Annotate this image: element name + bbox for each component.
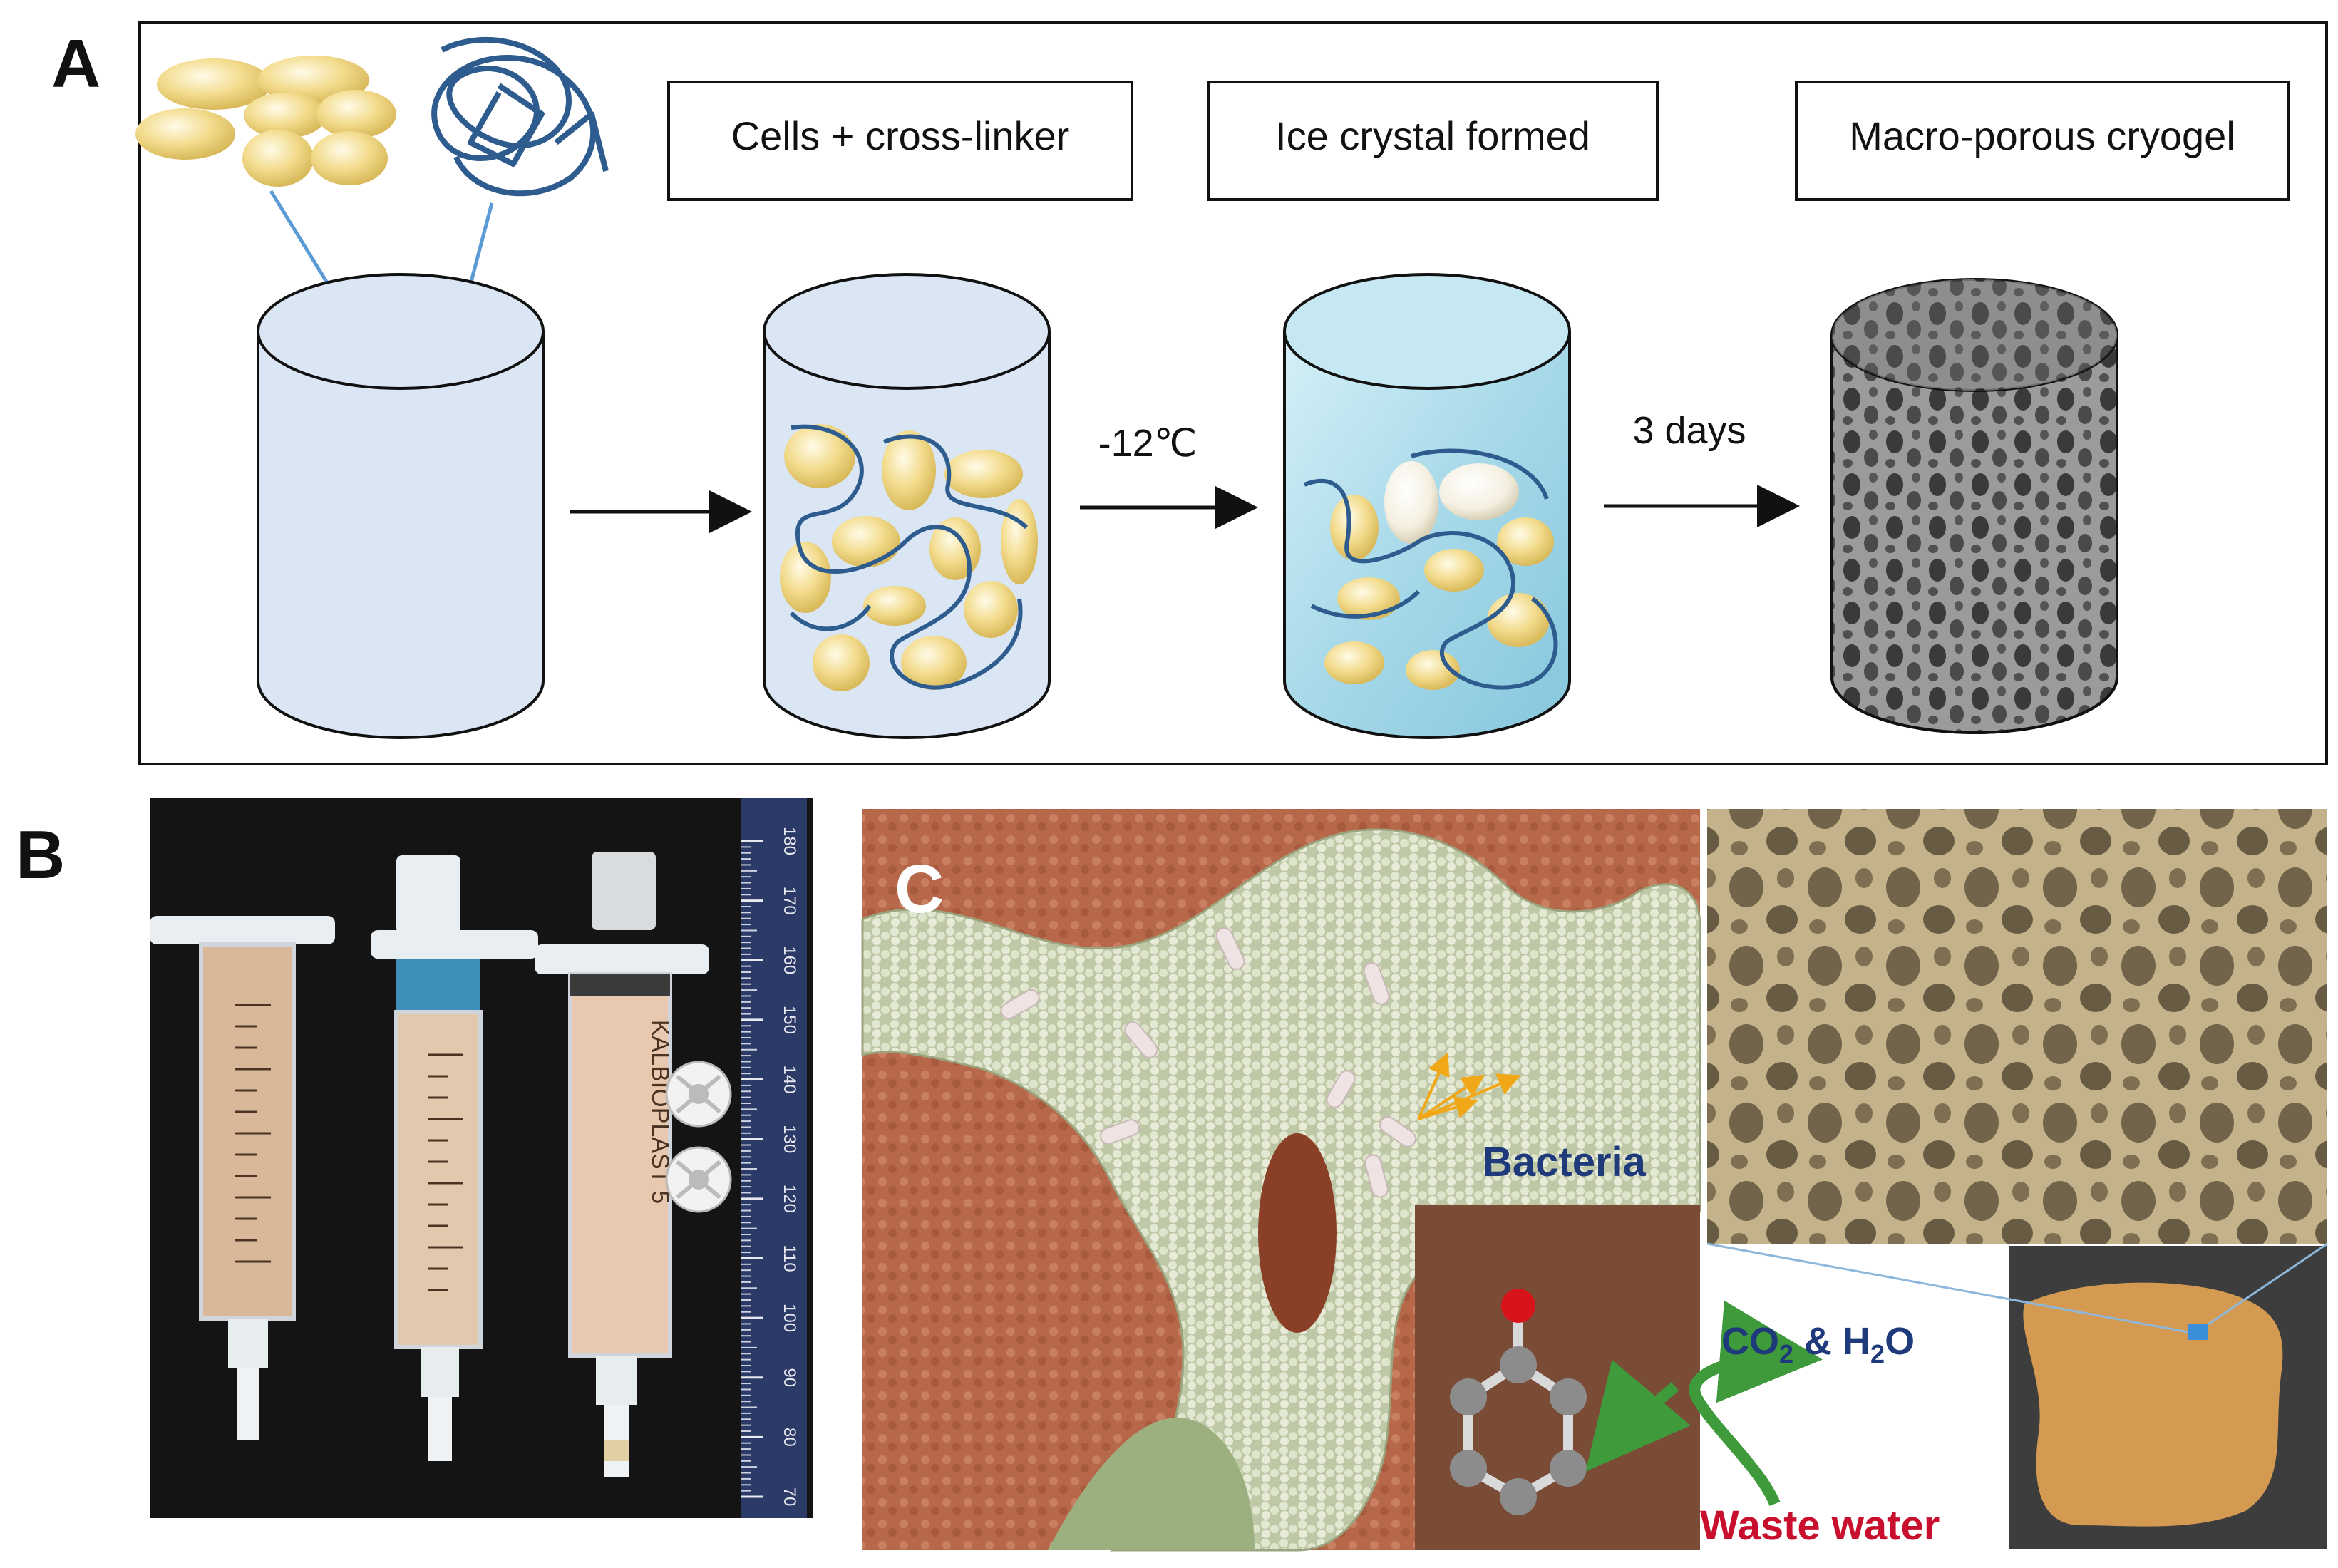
- syringe-3: KALBIOPLAST 5: [535, 852, 709, 1477]
- waste-water-label: Waste water: [1700, 1502, 1940, 1549]
- ruler-tick-label: 80: [780, 1428, 799, 1447]
- syringe-2-graduations: [428, 1053, 463, 1291]
- polymer-tangle-icon: [431, 36, 609, 197]
- ruler: 180 170 160 150 140 130 120 110 100 90 80 70: [741, 798, 807, 1518]
- panel-b: B 180 170 160 150 140 130 120 110 100 90 80 70: [16, 798, 813, 1518]
- sem-pore: [1258, 1133, 1337, 1333]
- ruler-tick-label: 100: [780, 1304, 799, 1332]
- ruler-tick-label: 70: [780, 1487, 799, 1507]
- sem-lower-strand: [1048, 1418, 1255, 1550]
- step-label-2: Ice crystal formed: [1275, 113, 1590, 158]
- bacteria-label: Bacteria: [1483, 1139, 1647, 1185]
- sem-micrograph-right: [1707, 809, 2327, 1244]
- sem-phenol-inset: [1415, 1205, 1700, 1550]
- cylinder-empty: [257, 273, 545, 739]
- step-label-1: Cells + cross-linker: [731, 113, 1070, 158]
- ruler-tick-label: 130: [780, 1125, 799, 1153]
- ruler-tick-label: 160: [780, 946, 799, 974]
- waste-in-arrow: [1585, 1359, 1691, 1472]
- cryogel-piece: [2023, 1282, 2283, 1527]
- cylinder-cells-polymer: [763, 273, 1051, 739]
- ruler-ticks: 180 170 160 150 140 130 120 110 100 90 80 70: [741, 827, 799, 1506]
- panel-a: A Cells + cross-linker Ice crystal forme…: [51, 21, 2328, 765]
- ice-polymer: [1303, 448, 1558, 690]
- panel-a-label: A: [51, 26, 101, 102]
- filter-discs: [665, 1061, 732, 1213]
- zoom-line-right: [2208, 1242, 2328, 1326]
- zoom-marker: [2188, 1324, 2208, 1340]
- bacteria-pointer-arrows: [1417, 1052, 1521, 1120]
- panel-c-label: C: [895, 851, 944, 927]
- cylinder-porous: [1830, 278, 2118, 734]
- ruler-tick-label: 120: [780, 1185, 799, 1213]
- duration-label: 3 days: [1632, 409, 1746, 452]
- ruler-tick-label: 140: [780, 1066, 799, 1094]
- zoom-line-left: [1706, 1242, 2189, 1334]
- syringe-1-graduations: [235, 1004, 271, 1263]
- syringe-1: [150, 916, 335, 1440]
- sem-micrograph-overlay: [1707, 809, 2327, 1244]
- panel-c: C Bacteria: [861, 809, 2328, 1552]
- products-out-arrow: [1689, 1300, 1823, 1507]
- ice-cells: [1324, 461, 1554, 690]
- step-label-3: Macro-porous cryogel: [1849, 113, 2235, 158]
- cells-cluster-icon: [135, 56, 396, 187]
- ruler-tick-label: 180: [780, 827, 799, 855]
- phenol-molecule-icon: [1450, 1289, 1587, 1515]
- polymer-in-gel: [789, 424, 1029, 690]
- syringe-2: [371, 855, 538, 1461]
- bacteria-cells: [1000, 927, 1416, 1198]
- ruler-tick-label: 170: [780, 887, 799, 915]
- step-box-2: [1207, 81, 1659, 201]
- panel-b-label: B: [16, 817, 65, 893]
- cylinder-ice: [1283, 273, 1571, 739]
- step-box-1: [667, 81, 1133, 201]
- products-label: CO2 & H2O: [1721, 1320, 1915, 1368]
- step-box-3: [1795, 81, 2290, 201]
- ruler-tick-label: 150: [780, 1006, 799, 1034]
- temperature-label: -12℃: [1098, 422, 1198, 465]
- ruler-tick-label: 110: [780, 1244, 799, 1272]
- ruler-tick-label: 90: [780, 1368, 799, 1387]
